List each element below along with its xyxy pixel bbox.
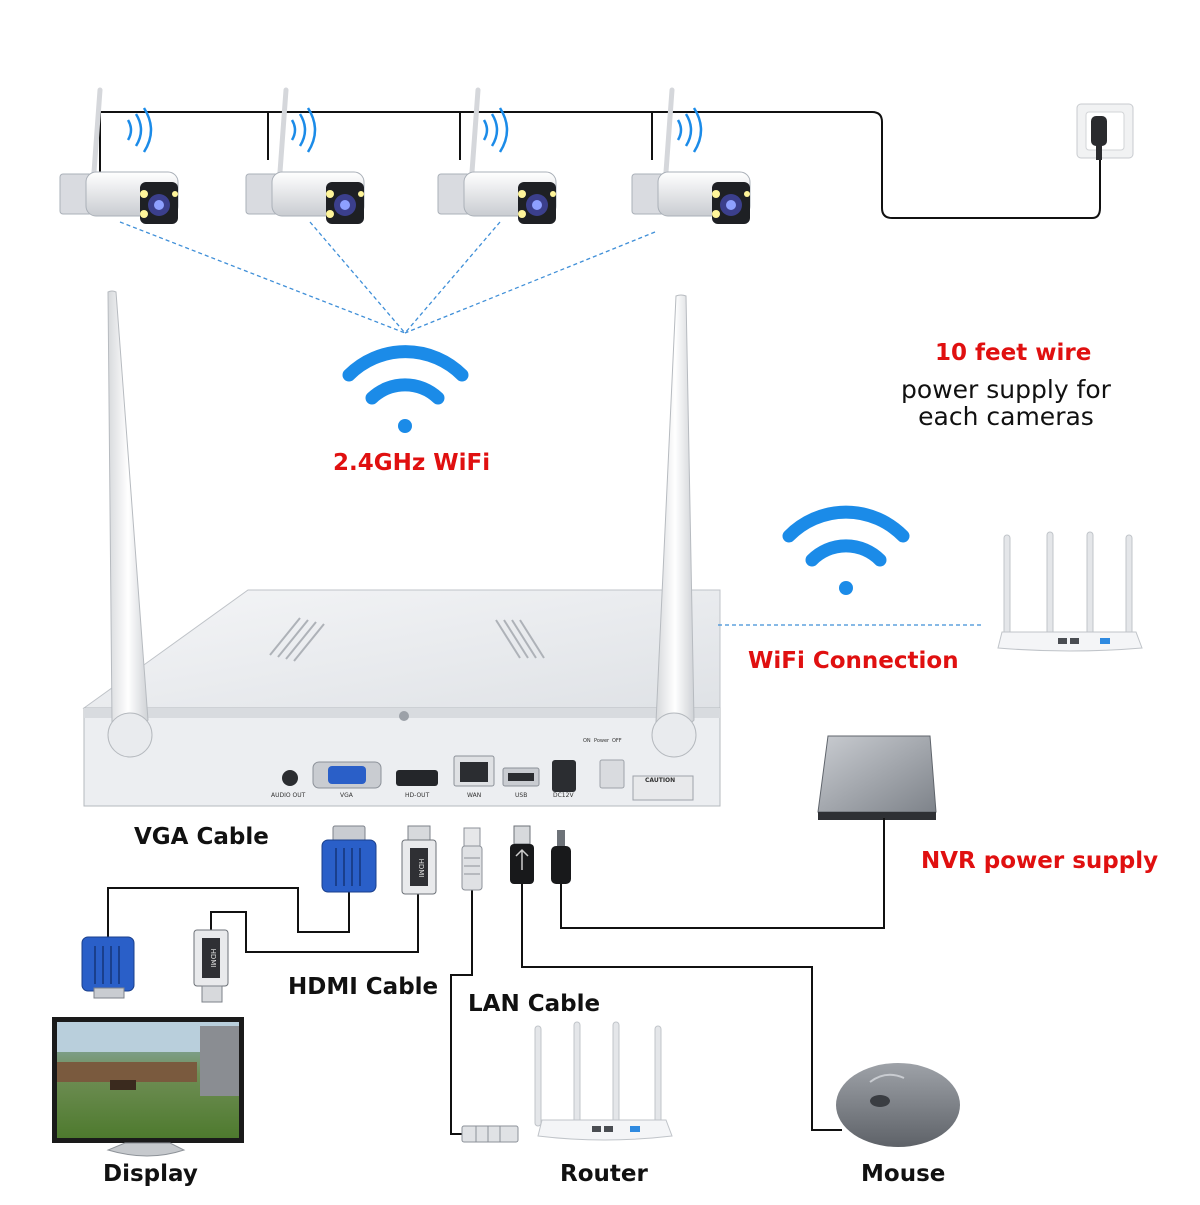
camera-wifi-icon <box>126 107 153 153</box>
camera-1 <box>59 87 179 224</box>
camera-wifi-icon <box>676 107 703 153</box>
dc12v-port-label: DC12V <box>553 792 574 799</box>
display-vga-connector <box>81 936 135 999</box>
display-label: Display <box>103 1161 198 1187</box>
audio-out-label: AUDIO OUT <box>271 792 306 799</box>
switch-on-label: ON <box>583 738 591 744</box>
camera-4 <box>631 87 751 224</box>
dc-port <box>552 760 576 792</box>
wire-desc-line1: power supply for <box>901 375 1111 404</box>
router-lan-plug <box>461 1125 519 1143</box>
wifi-band-label: 2.4GHz WiFi <box>333 450 491 476</box>
wan-port <box>460 762 488 782</box>
router-top <box>997 531 1143 652</box>
dc-connector <box>551 830 571 884</box>
switch-off-label: OFF <box>612 738 622 744</box>
hdmi-mark: HDMI <box>209 949 217 968</box>
hdmi-cable-label: HDMI Cable <box>288 974 439 1000</box>
vga-connector <box>321 825 377 893</box>
hd-out-label: HD-OUT <box>405 792 430 799</box>
router-wifi-icon <box>782 505 910 595</box>
audio-out-port <box>282 770 298 786</box>
wan-port-label: WAN <box>467 792 482 799</box>
lan-connector <box>461 827 483 891</box>
mouse <box>836 1063 960 1147</box>
switch-power-label: Power <box>594 738 610 744</box>
camera-wifi-icon <box>482 107 509 153</box>
camera-3 <box>437 87 557 224</box>
display-hdmi-connector: HDMI <box>193 929 229 1003</box>
wifi-connection-label: WiFi Connection <box>748 648 959 674</box>
usb-port-label: USB <box>515 792 528 799</box>
vga-cable-label: VGA Cable <box>134 824 269 850</box>
caution-label: CAUTION <box>645 777 676 784</box>
hdmi-mark: HDMI <box>417 859 425 878</box>
display-monitor <box>52 1017 244 1157</box>
camera-power-wire <box>99 111 1101 219</box>
vga-port <box>328 766 366 784</box>
router-label: Router <box>560 1161 648 1187</box>
hard-drive <box>817 735 937 820</box>
nvr-recorder <box>82 589 721 807</box>
cable-lines <box>107 818 885 1135</box>
hdmi-port <box>396 770 438 786</box>
camera-wifi-icon <box>290 107 317 153</box>
vga-port-label: VGA <box>340 792 353 799</box>
usb-connector <box>510 825 534 884</box>
mouse-label: Mouse <box>861 1161 946 1187</box>
camera-wifi-links <box>119 221 656 334</box>
wifi-icon <box>342 345 469 433</box>
hdmi-connector: HDMI <box>401 825 437 895</box>
nvr-antenna-right <box>651 294 697 758</box>
wire-desc-line2: each cameras <box>918 402 1094 431</box>
lan-cable-label: LAN Cable <box>468 991 601 1017</box>
wire-length-label: 10 feet wire <box>935 340 1092 366</box>
router-bottom <box>534 1021 673 1141</box>
nvr-antenna-left <box>107 290 153 758</box>
camera-2 <box>245 87 365 224</box>
nvr-power-label: NVR power supply <box>921 848 1159 874</box>
usb-port <box>508 773 534 781</box>
wall-outlet <box>1076 103 1134 160</box>
